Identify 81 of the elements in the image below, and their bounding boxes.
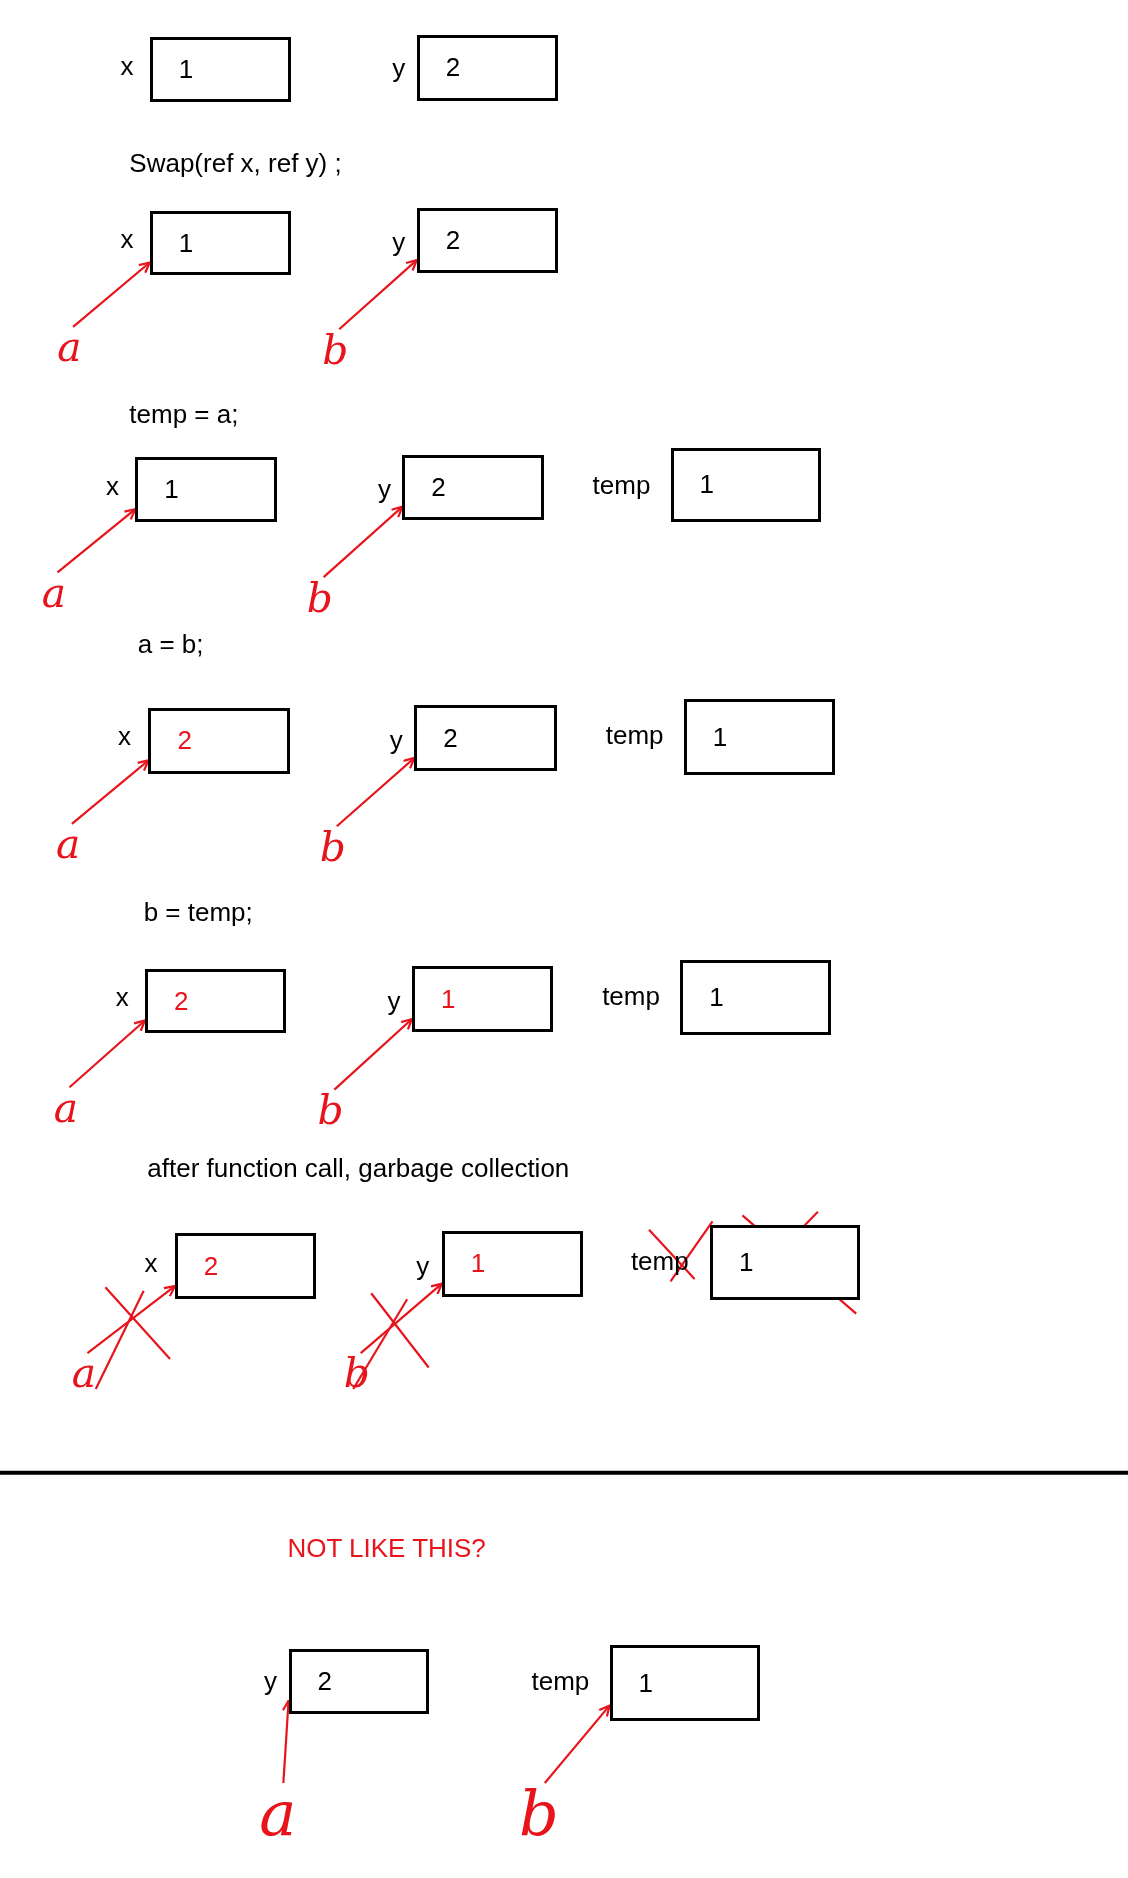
value-box: [441, 1230, 584, 1297]
value-box: [670, 447, 822, 523]
arrow: [543, 1704, 611, 1784]
value-box: [148, 707, 290, 774]
arrow: [333, 1017, 413, 1091]
value-text: 2: [445, 225, 461, 257]
handwritten-letter: b: [322, 329, 349, 370]
variable-label: x: [106, 470, 120, 502]
value-box: [416, 34, 558, 101]
handwritten-letter: a: [56, 823, 81, 865]
value-box: [414, 705, 557, 772]
variable-label: y: [392, 52, 406, 84]
arrow: [68, 1019, 146, 1089]
variable-label: temp: [602, 980, 660, 1012]
variable-label: x: [115, 981, 129, 1013]
value-box: [609, 1645, 761, 1721]
variable-label: temp: [605, 719, 664, 751]
arrow: [71, 759, 150, 825]
value-text: 2: [177, 725, 192, 757]
handwritten-letter: b: [317, 1089, 344, 1131]
handwritten-letter: a: [71, 1353, 96, 1394]
handwritten-letter: a: [57, 326, 82, 368]
value-box: [710, 1225, 860, 1301]
variable-label: y: [389, 724, 403, 756]
question-text: NOT LIKE THIS?: [287, 1532, 486, 1564]
arrow: [322, 505, 404, 578]
value-box: [683, 699, 835, 775]
value-box: [174, 1233, 317, 1300]
value-text: 2: [203, 1250, 219, 1282]
variable-label: x: [144, 1247, 158, 1279]
code-statement: b = temp;: [143, 896, 253, 928]
arrow: [338, 259, 418, 331]
arrow: [360, 1282, 443, 1354]
handwritten-letter: a: [259, 1783, 297, 1846]
value-box: [680, 960, 831, 1035]
code-statement: Swap(ref x, ref y) ;: [129, 147, 342, 179]
variable-label: y: [392, 226, 406, 258]
variable-label: y: [264, 1665, 278, 1697]
arrow: [336, 756, 416, 828]
value-text: 1: [739, 1247, 754, 1279]
arrow: [86, 1284, 176, 1354]
value-text: 2: [445, 52, 461, 84]
value-text: 1: [178, 227, 194, 259]
variable-label: x: [120, 50, 134, 82]
variable-label: y: [416, 1250, 430, 1282]
value-text: 1: [164, 474, 179, 506]
arrow: [56, 508, 137, 574]
variable-label: x: [118, 720, 132, 752]
code-statement: temp = a;: [129, 398, 239, 430]
value-box: [149, 37, 291, 102]
value-text: 1: [709, 981, 724, 1013]
value-text: 2: [317, 1665, 333, 1697]
value-box: [411, 966, 554, 1033]
code-statement: after function call, garbage collection: [147, 1152, 570, 1183]
variable-label: y: [377, 473, 391, 505]
value-box: [402, 455, 544, 520]
value-box: [144, 968, 287, 1034]
value-box: [416, 208, 558, 273]
value-text: 2: [431, 471, 446, 503]
variable-label: y: [387, 985, 401, 1017]
value-box: [135, 457, 277, 523]
arrow: [72, 261, 151, 328]
value-text: 1: [440, 983, 456, 1015]
handwritten-letter: b: [306, 577, 333, 618]
code-statement: a = b;: [137, 628, 204, 660]
value-text: 2: [173, 985, 189, 1017]
value-box: [149, 210, 291, 276]
value-text: 1: [178, 53, 194, 85]
value-text: 1: [638, 1667, 653, 1699]
handwritten-letter: a: [53, 1087, 78, 1128]
variable-label: temp: [531, 1665, 590, 1697]
value-box: [288, 1648, 429, 1714]
handwritten-letter: b: [518, 1783, 559, 1846]
value-text: 1: [712, 721, 728, 753]
value-text: 1: [470, 1248, 486, 1280]
variable-label: temp: [592, 469, 651, 501]
handwritten-letter: a: [41, 572, 66, 614]
value-text: 2: [443, 722, 458, 754]
variable-label: x: [120, 224, 134, 255]
handwritten-letter: b: [319, 826, 346, 867]
value-text: 1: [699, 469, 715, 501]
